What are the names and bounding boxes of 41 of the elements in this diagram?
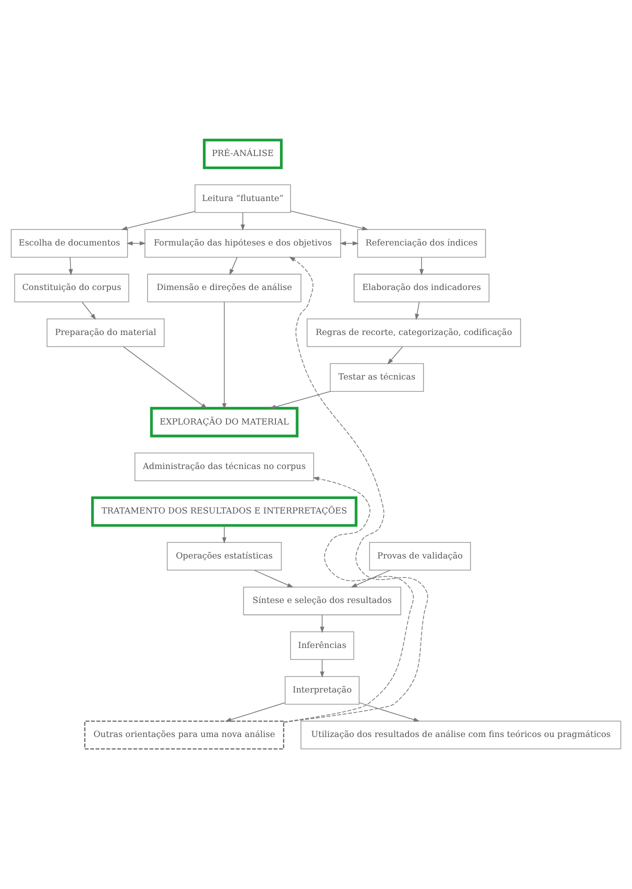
arrow — [240, 212, 245, 231]
arrow — [229, 256, 238, 276]
node-box: Leitura “flutuante” — [194, 184, 291, 213]
node-box: Referenciação dos índices — [357, 229, 486, 258]
node-box: Administração das técnicas no corpus — [134, 452, 314, 482]
node-box: Preparação do material — [46, 318, 165, 347]
node-box: Formulação das hipóteses e dos objetivos — [144, 229, 342, 258]
arrow — [320, 659, 324, 678]
node-box: Operações estatísticas — [166, 542, 282, 570]
arrow — [350, 570, 391, 588]
node-box: Testar as técnicas — [330, 363, 424, 392]
arrow — [290, 210, 368, 230]
arrow — [82, 302, 96, 320]
arrow — [387, 346, 403, 364]
arrow — [358, 702, 420, 722]
node-box: Escolha de documentos — [10, 229, 128, 258]
arrow — [68, 256, 73, 276]
node-box: Regras de recorte, categorização, codificação — [306, 318, 521, 347]
node-box: EXPLORAÇÃO DO MATERIAL — [150, 406, 298, 438]
arrow — [283, 476, 414, 722]
arrow — [222, 302, 226, 410]
node-box: Dimensão e direções de análise — [147, 274, 302, 302]
node-box: Interpretação — [284, 676, 360, 705]
node-box: Inferências — [290, 631, 354, 660]
arrow — [225, 702, 286, 722]
arrow — [222, 525, 226, 544]
node-box: Síntese e seleção dos resultados — [243, 586, 402, 616]
node-box: Provas de validação — [369, 542, 471, 570]
arrow — [283, 256, 428, 723]
arrow — [123, 346, 208, 409]
node-box: PRÉ-ANÁLISE — [202, 138, 283, 170]
arrow — [414, 302, 420, 320]
arrow — [320, 614, 324, 633]
arrow — [270, 390, 331, 409]
arrow — [419, 256, 424, 276]
arrow — [121, 210, 196, 230]
node-box: TRATAMENTO DOS RESULTADOS E INTERPRETAÇÕES — [91, 496, 358, 527]
node-box: Elaboração dos indicadores — [354, 274, 490, 302]
node-box: Utilização dos resultados de análise com fins teóricos ou pragmáticos — [300, 720, 622, 750]
node-box: Outras orientações para uma nova análise — [84, 720, 284, 750]
node-box: Constituição do corpus — [14, 274, 130, 302]
